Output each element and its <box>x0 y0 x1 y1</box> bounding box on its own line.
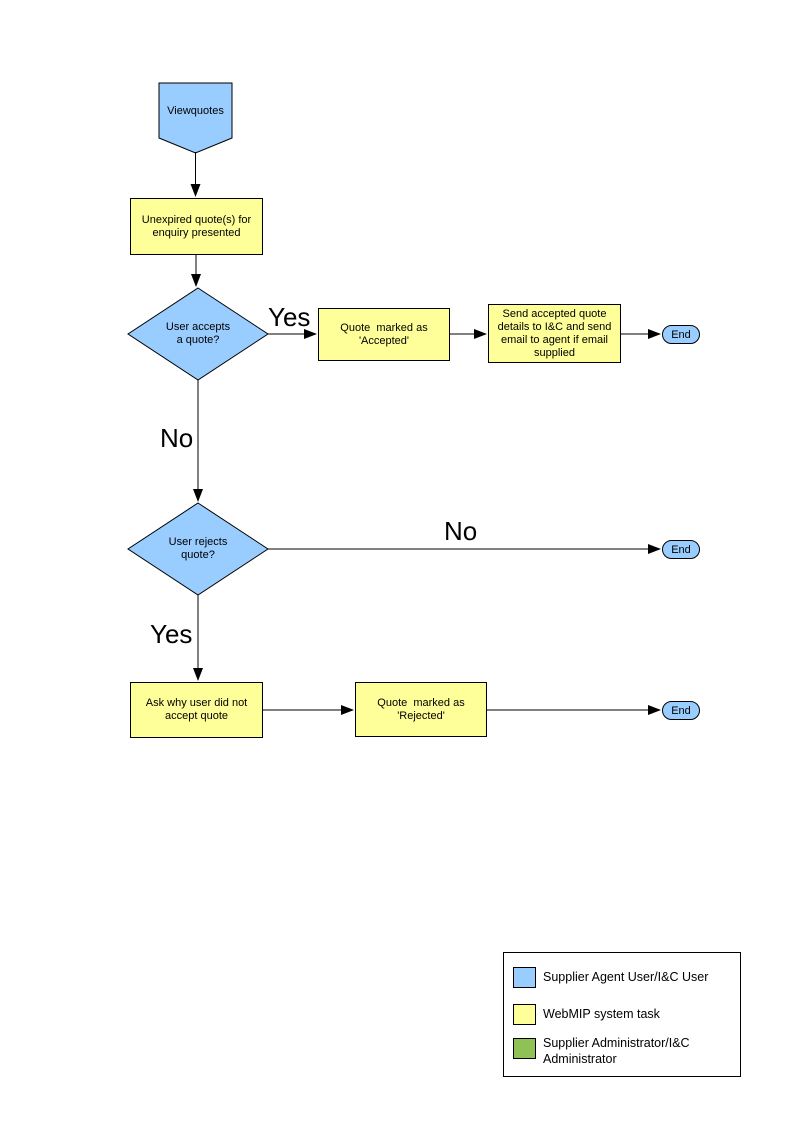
end-terminator-accept: End <box>662 325 700 344</box>
process-ask-why: Ask why user did not accept quote <box>130 682 263 738</box>
start-pentagon-shape <box>158 82 233 154</box>
end-terminator-rejected: End <box>662 701 700 720</box>
edge-label-reject-no: No <box>444 516 478 546</box>
edge-label-accept-yes: Yes <box>268 302 311 332</box>
end-terminator-reject-no: End <box>662 540 700 559</box>
legend-swatch-user-icon <box>513 967 536 988</box>
legend <box>503 952 741 1077</box>
legend-swatch-admin-icon <box>513 1038 536 1059</box>
edge-label-reject-yes: Yes <box>150 619 193 649</box>
process-marked-accepted: Quote marked as 'Accepted' <box>318 308 450 361</box>
legend-label-system: WebMIP system task <box>543 1007 660 1021</box>
process-unexpired-quotes: Unexpired quote(s) for enquiry presented <box>130 198 263 255</box>
process-marked-rejected: Quote marked as 'Rejected' <box>355 682 487 737</box>
start-pentagon-label: Viewquotes <box>167 104 224 117</box>
decision-user-accepts-label: User accepts a quote? <box>165 321 231 346</box>
legend-label-admin: Supplier Administrator/I&C Administrator <box>543 1036 690 1066</box>
legend-label-user: Supplier Agent User/I&C User <box>543 970 709 984</box>
legend-swatch-system-icon <box>513 1004 536 1025</box>
edge-label-accept-no: No <box>160 423 194 453</box>
process-send-accepted-details: Send accepted quote details to I&C and s… <box>488 304 621 363</box>
decision-user-rejects-label: User rejects quote? <box>168 536 228 561</box>
